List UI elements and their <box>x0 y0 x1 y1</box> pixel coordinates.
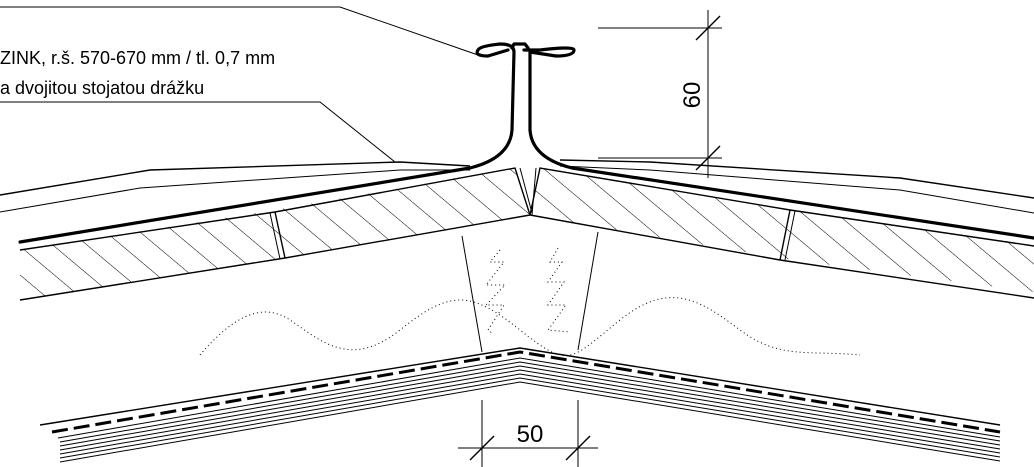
leader-line-2 <box>0 101 396 163</box>
ridge-beam <box>461 231 599 353</box>
annotation-line-1: ZINK, r.š. 570-670 mm / tl. 0,7 mm <box>0 48 275 68</box>
leader-line-1 <box>0 6 479 56</box>
right-board-layer <box>529 167 1034 299</box>
ridge-gap-label: 50 <box>517 421 544 448</box>
seam-height-dimension: 60 <box>598 10 722 178</box>
top-layer-lines <box>0 159 1034 214</box>
ridge-gap-dimension: 50 <box>458 400 598 467</box>
insulation-wave <box>199 297 861 356</box>
zinc-sheet <box>18 42 1034 244</box>
left-board-layer <box>19 167 533 301</box>
annotation-line-2: a dvojitou stojatou drážku <box>0 78 204 98</box>
ceiling-layers <box>39 347 1001 463</box>
seam-height-label: 60 <box>679 82 706 109</box>
